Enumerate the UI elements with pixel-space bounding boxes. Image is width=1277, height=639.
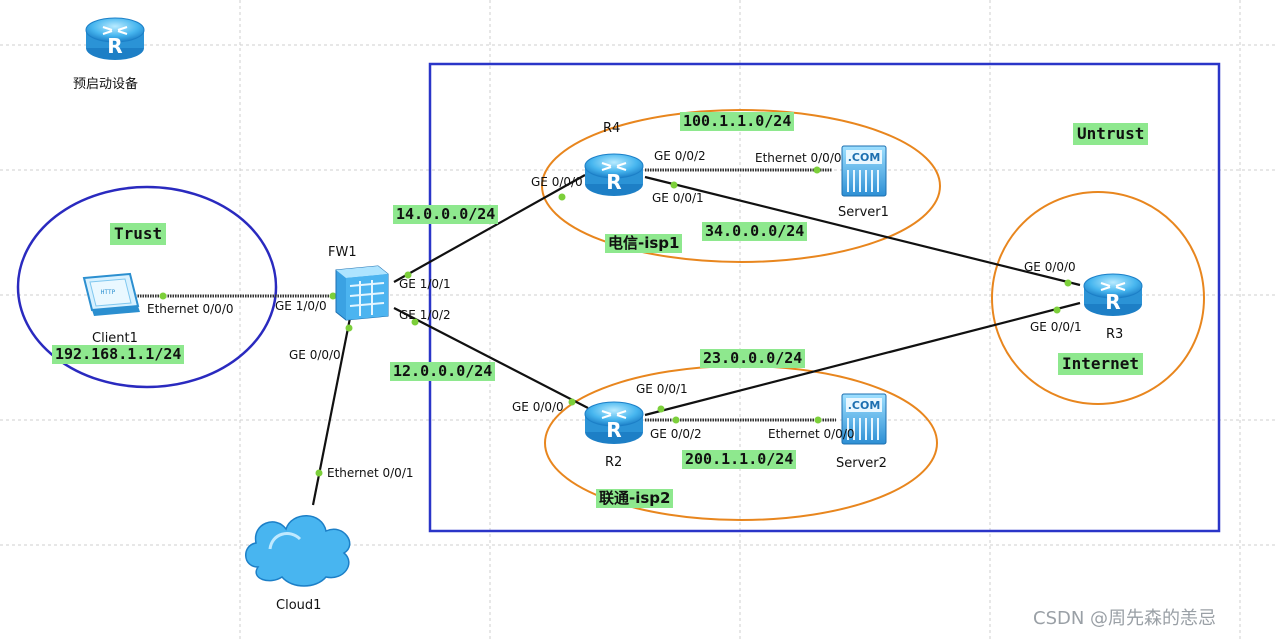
device-label-cloud1: Cloud1 (276, 598, 322, 613)
network-label: 14.0.0.0/24 (393, 205, 499, 224)
router-icon[interactable] (1083, 273, 1143, 317)
internet-circle (991, 191, 1205, 405)
port-label: GE 0/0/1 (1030, 320, 1082, 334)
port-label: GE 1/0/2 (399, 308, 451, 322)
device-label-r4: R4 (603, 121, 621, 136)
zone-label-internet: Internet (1058, 353, 1144, 375)
port-label: GE 0/0/0 (531, 175, 583, 189)
client-pc-icon[interactable]: HTTP (82, 272, 140, 316)
port-label: Ethernet 0/0/0 (755, 151, 842, 165)
port-label: GE 0/0/0 (512, 400, 564, 414)
network-label: 200.1.1.0/24 (682, 450, 797, 469)
port-label: GE 0/0/0 (289, 348, 341, 362)
port-label: Ethernet 0/0/0 (147, 302, 234, 316)
device-label-r3: R3 (1106, 327, 1124, 342)
isp-label-2: 联通-isp2 (596, 489, 674, 508)
network-label: 100.1.1.0/24 (680, 112, 795, 131)
network-label: 34.0.0.0/24 (702, 222, 808, 241)
port-label: GE 0/0/0 (1024, 260, 1076, 274)
cloud-icon[interactable] (245, 515, 351, 587)
server-icon[interactable] (841, 145, 887, 197)
device-label-client1: Client1 (92, 331, 138, 346)
router-icon[interactable] (584, 153, 644, 197)
link-r4-r3 (644, 175, 1081, 287)
port-label: Ethernet 0/0/0 (768, 427, 855, 441)
zone-label-trust: Trust (110, 223, 167, 245)
port-label: GE 0/0/1 (652, 191, 704, 205)
port-label: GE 1/0/1 (399, 277, 451, 291)
device-label-fw1: FW1 (328, 245, 357, 260)
svg-text:HTTP: HTTP (101, 289, 116, 296)
untrust-zone-box (428, 62, 1221, 533)
device-label-r2: R2 (605, 455, 623, 470)
network-label: 23.0.0.0/24 (700, 349, 806, 368)
device-label-server2: Server2 (836, 456, 887, 471)
router-icon[interactable] (85, 17, 145, 61)
port-label: GE 1/0/0 (275, 299, 327, 313)
isp1-ellipse (541, 109, 941, 263)
port-label: Ethernet 0/0/1 (327, 466, 414, 480)
firewall-icon[interactable] (335, 265, 389, 321)
ethernet-links (130, 168, 836, 422)
network-label: 12.0.0.0/24 (390, 362, 496, 381)
port-label: GE 0/0/2 (654, 149, 706, 163)
zone-label-untrust: Untrust (1073, 123, 1149, 145)
client-ip-label: 192.168.1.1/24 (52, 345, 185, 364)
link-r2-r3 (644, 301, 1081, 417)
port-label: GE 0/0/2 (650, 427, 702, 441)
legend-label: 预启动设备 (73, 77, 139, 92)
watermark: CSDN @周先森的恙忌 (1033, 608, 1217, 629)
device-label-server1: Server1 (838, 205, 889, 220)
port-label: GE 0/0/1 (636, 382, 688, 396)
link-fw-r2 (393, 307, 589, 409)
isp-label-1: 电信-isp1 (605, 234, 683, 253)
router-icon[interactable] (584, 401, 644, 445)
trust-zone-circle (16, 185, 278, 389)
link-fw-r4 (393, 174, 586, 283)
